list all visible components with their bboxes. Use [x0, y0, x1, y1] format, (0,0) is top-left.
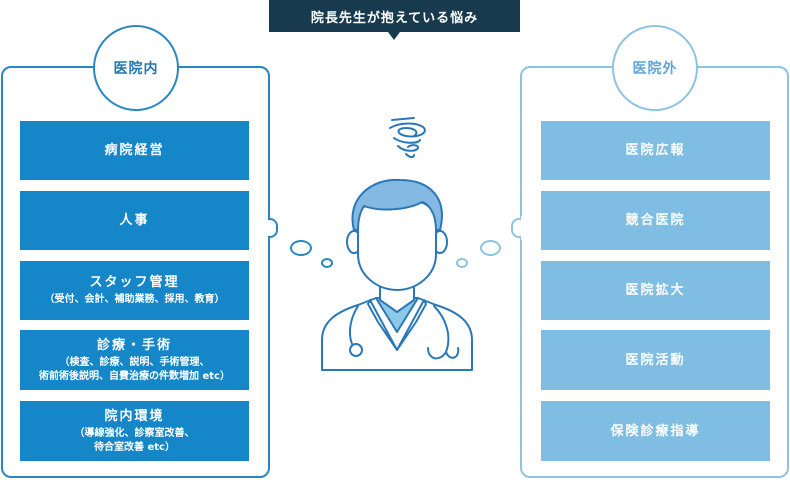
thought-bubble-small-left [321, 258, 333, 268]
outside-item-label: 医院活動 [625, 352, 686, 368]
title-banner-text: 院長先生が抱えている悩み [310, 10, 479, 26]
inside-item-label: 病院経営 [104, 143, 165, 158]
inside-item-environment: 院内環境 （導線強化、診察室改善、 待合室改善 etc） [20, 401, 249, 461]
outside-item-insurance: 保険診療指導 [541, 401, 770, 461]
inside-item-detail: （導線強化、診察室改善、 待合室改善 etc） [74, 427, 195, 453]
inside-item-hr: 人事 [20, 191, 249, 250]
worried-doctor-icon [321, 178, 473, 371]
thought-bubble-small-right [456, 258, 468, 268]
outside-item-activities: 医院活動 [541, 330, 770, 390]
outside-heading-circle: 医院外 [612, 25, 698, 111]
outside-item-expansion: 医院拡大 [541, 261, 770, 320]
inside-item-staff: スタッフ管理 （受付、会計、補助業務、採用、教育） [20, 261, 249, 320]
inside-item-label: 人事 [119, 213, 150, 228]
inside-heading: 医院内 [113, 61, 159, 77]
inside-item-label: スタッフ管理 [89, 275, 180, 290]
outside-item-competitors: 競合医院 [541, 191, 770, 250]
outside-item-label: 保険診療指導 [610, 423, 701, 439]
thought-bubble-large-right [480, 240, 501, 256]
outside-item-label: 競合医院 [625, 213, 686, 228]
outside-item-pr: 医院広報 [541, 121, 770, 180]
title-banner: 院長先生が抱えている悩み [269, 0, 520, 32]
inside-item-detail: （検査、診療、説明、手術管理、 術前術後説明、自費治療の件数増加 etc） [39, 356, 230, 382]
outside-item-label: 医院広報 [625, 143, 686, 158]
inside-item-treatment: 診療・手術 （検査、診療、説明、手術管理、 術前術後説明、自費治療の件数増加 e… [20, 330, 249, 390]
inside-item-detail: （受付、会計、補助業務、採用、教育） [44, 294, 225, 305]
worry-spiral-icon [389, 117, 426, 159]
inside-item-label: 診療・手術 [96, 337, 172, 353]
thought-bubble-large-left [290, 240, 312, 256]
banner-pointer [388, 32, 400, 40]
inside-item-label: 院内環境 [104, 408, 165, 424]
inside-item-management: 病院経営 [20, 121, 249, 180]
inside-heading-circle: 医院内 [93, 25, 179, 111]
outside-item-label: 医院拡大 [625, 283, 686, 298]
outside-heading: 医院外 [632, 61, 678, 77]
